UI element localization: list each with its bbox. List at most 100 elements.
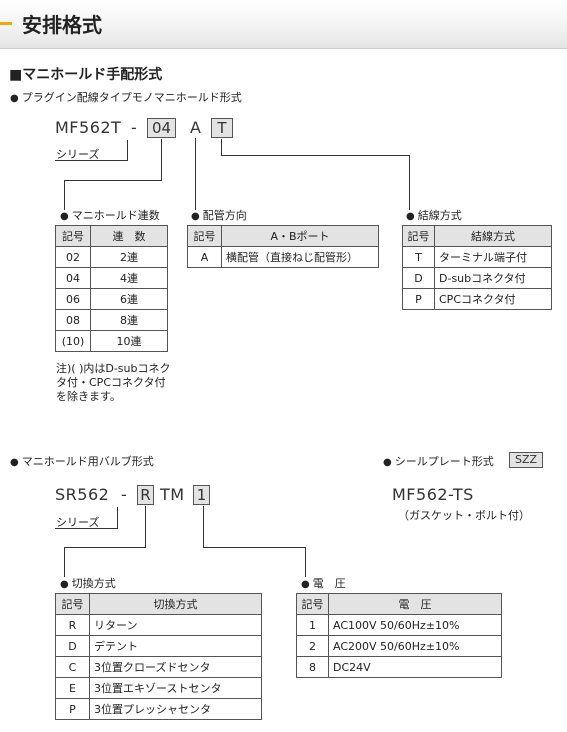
valve-bullet: ●マニホールド用バルブ形式 (10, 453, 154, 469)
table-cell: デテント (89, 635, 262, 657)
piping-header-port: A・Bポート (221, 225, 379, 247)
bullet-dot-icon: ● (191, 211, 200, 222)
page-title: 安排格式 (22, 13, 102, 37)
table-row: 記号 結線方式 (402, 225, 552, 247)
table-cell: D-subコネクタ付 (434, 267, 552, 289)
leader-voltage-v2 (305, 547, 306, 577)
table-cell: 3位置プレッシャセンタ (89, 698, 262, 720)
seal-tag: SZZ (509, 452, 543, 468)
table-cell: 3位置クローズドセンタ (89, 656, 262, 678)
leader-wiring-v1 (221, 139, 222, 156)
wiring-title-text: 結線方式 (417, 209, 462, 222)
bullet-dot-icon: ● (301, 579, 310, 590)
bullet-dot-icon: ● (406, 211, 415, 222)
switching-header-method: 切換方式 (89, 593, 262, 615)
voltage-header-voltage: 電 圧 (328, 593, 502, 615)
seal-desc: （ガスケット・ボルト付） (398, 509, 530, 522)
table-cell: 8 (296, 656, 329, 678)
table-cell: 4連 (90, 267, 168, 289)
bullet-dot-icon: ● (383, 457, 392, 468)
manifold-bullet-text: プラグイン配線タイプモノマニホールド形式 (21, 91, 242, 104)
piping-title: ●配管方向 (191, 207, 247, 223)
table-cell: 8連 (90, 309, 168, 331)
bullet-dot-icon: ● (60, 579, 69, 590)
table-cell: 2 (296, 635, 329, 657)
stations-title: ●マニホールド連数 (60, 207, 160, 223)
valve-bullet-text: マニホールド用バルブ形式 (21, 455, 154, 468)
series-connector (117, 507, 118, 529)
leader-stations-v1 (161, 139, 162, 180)
table-row: (10)10連 (55, 330, 168, 352)
table-row: 記号 A・Bポート (187, 225, 379, 247)
valve-code-prefix: SR562 (55, 485, 110, 504)
switching-title: ●切換方式 (60, 575, 116, 591)
table-cell: D (402, 267, 435, 289)
box-stations: 04 (147, 118, 176, 138)
series-underline (55, 528, 117, 529)
table-row: 記号 電 圧 (296, 593, 502, 615)
letter-a: A (190, 118, 202, 137)
leader-stations-h (64, 180, 162, 181)
leader-wiring-v2 (409, 155, 410, 210)
manifold-series-label: シリーズ (56, 148, 100, 161)
table-cell: 10連 (90, 330, 168, 352)
table-cell: P (402, 288, 435, 310)
leader-switch-h (64, 547, 146, 548)
leader-voltage-v1 (203, 506, 204, 548)
valve-tm: TM (160, 485, 185, 504)
table-cell: P (55, 698, 90, 720)
bullet-dot-icon: ● (10, 457, 19, 468)
table-cell: ターミナル端子付 (434, 246, 552, 268)
stations-title-text: マニホールド連数 (71, 209, 160, 222)
voltage-title-text: 電 圧 (312, 577, 346, 590)
piping-header-code: 記号 (187, 225, 222, 247)
table-cell: 3位置エキゾーストセンタ (89, 677, 262, 699)
seal-model: MF562-TS (392, 485, 474, 504)
table-cell: (10) (55, 330, 91, 352)
table-cell: 06 (55, 288, 91, 310)
table-cell: 1 (296, 614, 329, 636)
table-cell: CPCコネクタ付 (434, 288, 552, 310)
box-voltage: 1 (193, 485, 210, 505)
leader-switch-v2 (64, 547, 65, 577)
wiring-header-code: 記号 (402, 225, 435, 247)
box-switching: R (137, 485, 154, 505)
leader-switch-v1 (145, 506, 146, 548)
table-cell: AC100V 50/60Hz±10% (328, 614, 502, 636)
page-header (0, 0, 567, 49)
table-cell: 04 (55, 267, 91, 289)
stations-note: 注)( )内はD-subコネクタ付・CPCコネクタ付を除きます。 (56, 362, 171, 403)
stations-header-count: 連 数 (90, 225, 168, 247)
bullet-dot-icon: ● (60, 211, 69, 222)
switching-header-code: 記号 (55, 593, 90, 615)
manifold-code-prefix: MF562T (55, 118, 122, 137)
stations-header-code: 記号 (55, 225, 91, 247)
table-cell: R (55, 614, 90, 636)
bullet-dot-icon: ● (10, 93, 19, 104)
piping-title-text: 配管方向 (202, 209, 247, 222)
section-title: ■マニホールド手配形式 (9, 67, 163, 83)
seal-bullet: ●シールプレート形式 (383, 453, 494, 469)
table-cell: 2連 (90, 246, 168, 268)
manifold-bullet: ●プラグイン配線タイプモノマニホールド形式 (10, 89, 242, 105)
leader-stations-v2 (64, 180, 65, 210)
wiring-header-method: 結線方式 (434, 225, 552, 247)
voltage-header-code: 記号 (296, 593, 329, 615)
series-underline (55, 160, 127, 161)
leader-wiring-h (221, 155, 410, 156)
